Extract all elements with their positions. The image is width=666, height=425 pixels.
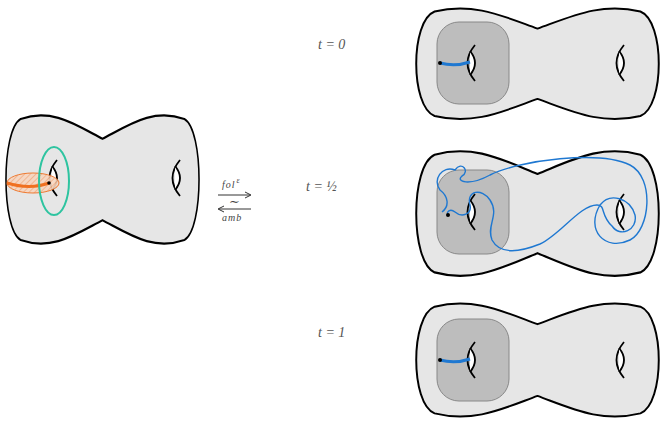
time-label: t = ½ — [306, 180, 337, 194]
equivalence-symbol: ∼ — [229, 195, 240, 208]
superscript-label: ε — [237, 177, 240, 185]
genus-two-surface — [6, 115, 199, 243]
time-label: t = 0 — [318, 38, 345, 52]
equivalence-arrows — [218, 192, 251, 212]
time-label: t = 1 — [318, 326, 345, 340]
map-label: amb — [222, 213, 242, 223]
genus-two-surface — [416, 304, 659, 417]
genus-two-surface — [416, 8, 659, 119]
genus-two-surface — [416, 151, 659, 276]
map-label: fol — [222, 180, 236, 190]
